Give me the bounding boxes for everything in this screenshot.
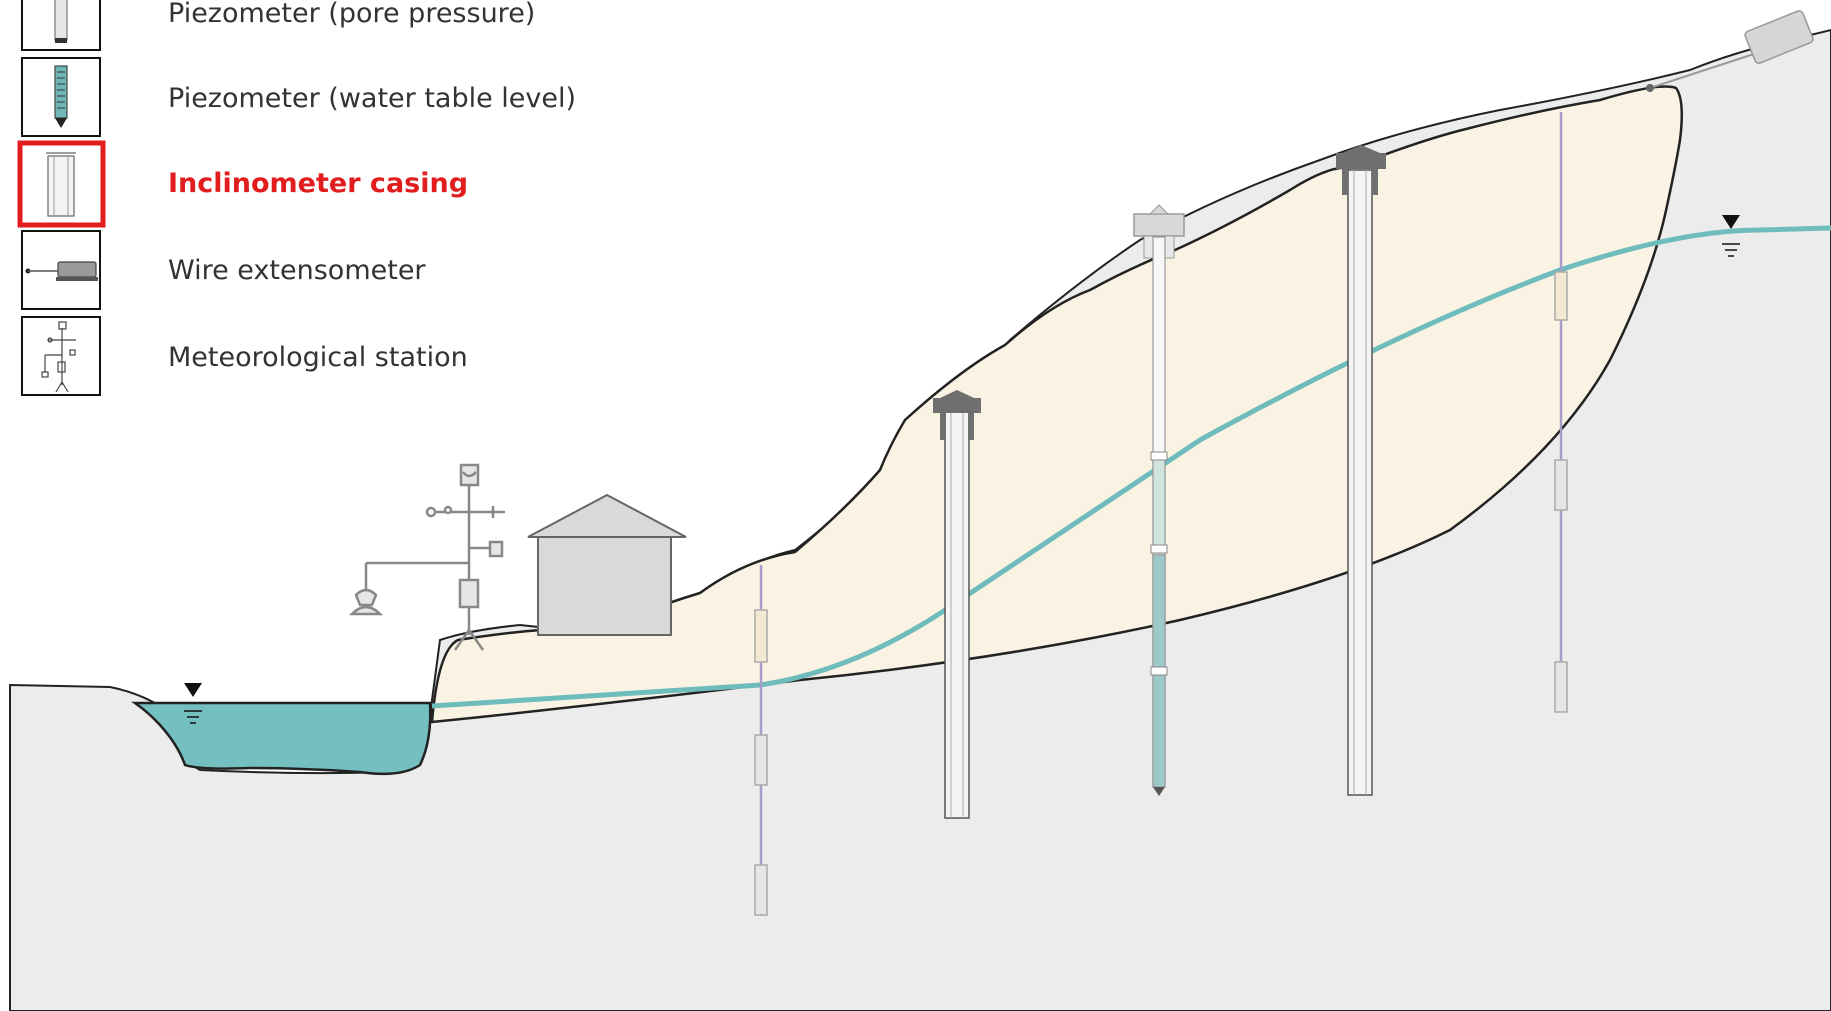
legend-label-selected: Inclinometer casing [168, 168, 468, 199]
piezometer-pore-pressure-right [1554, 112, 1568, 713]
legend-item-meteorological-station[interactable]: Meteorological station [21, 316, 468, 396]
legend-label: Meteorological station [168, 342, 468, 373]
legend-icon-frame [21, 316, 101, 396]
house [527, 493, 687, 636]
piezometer-water-table-center [1133, 204, 1185, 796]
legend-label: Piezometer (pore pressure) [168, 0, 535, 29]
inclinometer-casing-icon [46, 152, 76, 217]
legend-item-wire-extensometer[interactable]: Wire extensometer [21, 230, 426, 310]
wire-extensometer-icon [25, 261, 98, 281]
wire-extensometer [1646, 10, 1814, 92]
legend-item-piezometer-water-table[interactable]: Piezometer (water table level) [21, 57, 576, 137]
meteorological-station [348, 463, 505, 651]
meteorological-station-icon [41, 321, 76, 393]
legend-label: Wire extensometer [168, 255, 426, 286]
legend-label: Piezometer (water table level) [168, 83, 576, 114]
water-table-line [431, 225, 1831, 709]
piezometer-water-table-icon [54, 65, 68, 128]
lake-water [130, 701, 432, 776]
piezometer-pore-pressure-left [754, 565, 768, 916]
legend-item-piezometer-pore-pressure[interactable]: Piezometer (pore pressure) [21, 0, 535, 51]
water-table-marker-right [1722, 215, 1740, 257]
legend-item-inclinometer-casing[interactable]: Inclinometer casing [17, 140, 468, 228]
inclinometer-casing-left [933, 390, 981, 819]
water-table-marker-lake [184, 683, 202, 724]
piezometer-pore-pressure-icon [54, 0, 68, 43]
inclinometer-casing-right [1336, 145, 1386, 796]
legend: Piezometer (pore pressure) Piezometer (w… [17, 0, 576, 396]
